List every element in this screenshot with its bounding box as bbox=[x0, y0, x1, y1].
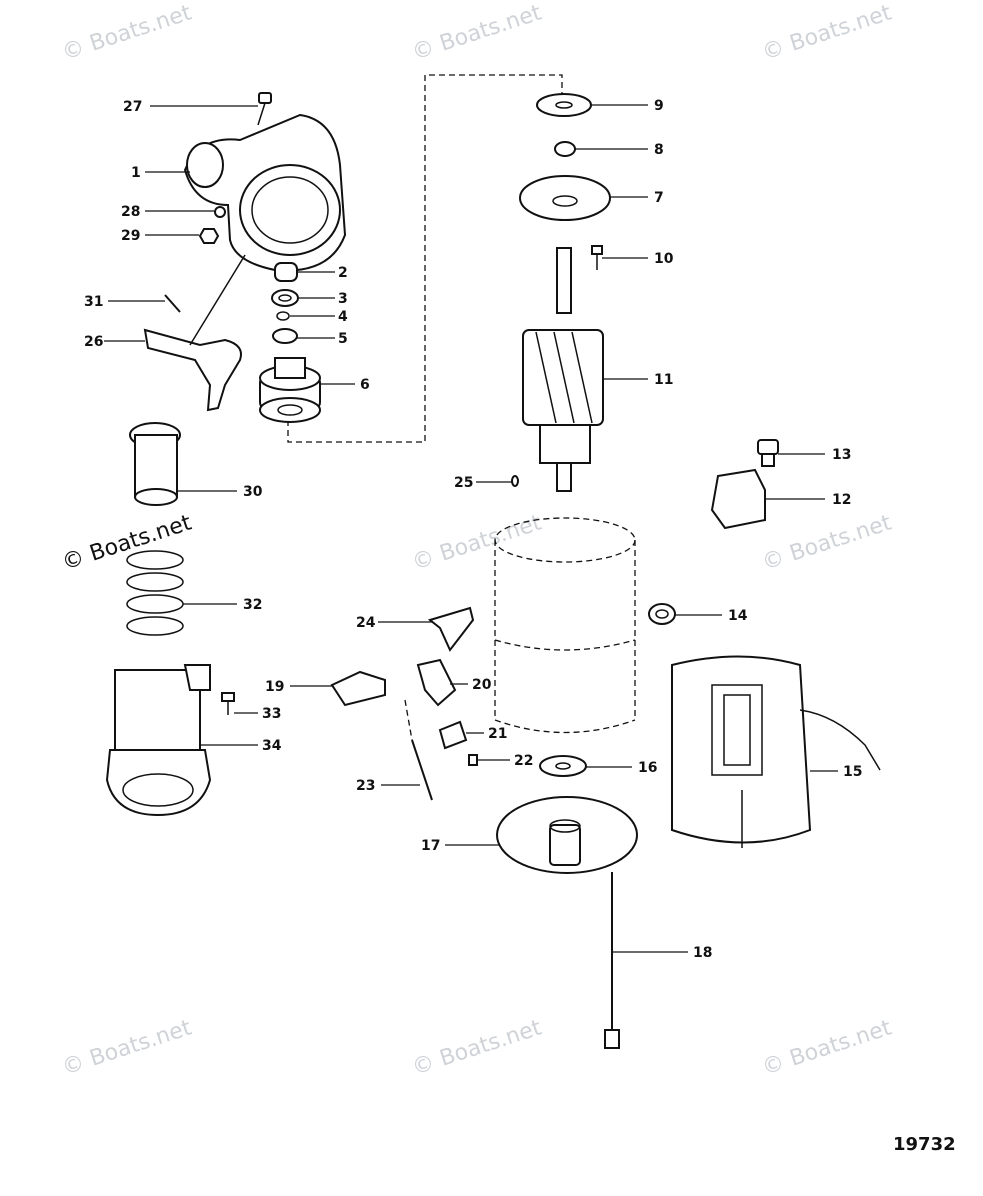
brush-plate bbox=[416, 658, 457, 707]
thrust-washer bbox=[536, 93, 592, 117]
callout-18: 18 bbox=[693, 945, 712, 961]
callout-7: 7 bbox=[654, 190, 664, 206]
callout-11: 11 bbox=[654, 372, 673, 388]
watermark: © Boats.net bbox=[409, 0, 545, 65]
cover bbox=[671, 655, 881, 848]
grommet bbox=[648, 603, 676, 625]
callout-25: 25 bbox=[454, 475, 473, 491]
callout-21: 21 bbox=[488, 726, 507, 742]
callout-3: 3 bbox=[338, 291, 348, 307]
sleeve bbox=[129, 422, 181, 506]
drive-small-parts bbox=[271, 262, 299, 344]
callout-13: 13 bbox=[832, 447, 851, 463]
callout-17: 17 bbox=[421, 838, 440, 854]
callout-22: 22 bbox=[514, 753, 533, 769]
small-washer bbox=[511, 475, 519, 487]
callout-28: 28 bbox=[121, 204, 140, 220]
callout-23: 23 bbox=[356, 778, 375, 794]
field-frame bbox=[494, 517, 636, 734]
watermark: © Boats.net bbox=[759, 0, 895, 65]
callout-14: 14 bbox=[728, 608, 748, 624]
callout-12: 12 bbox=[832, 492, 851, 508]
assembly-line bbox=[287, 74, 563, 443]
callout-33: 33 bbox=[262, 706, 281, 722]
solenoid-screw bbox=[221, 692, 235, 715]
brush-screw bbox=[468, 754, 478, 766]
plate-screw bbox=[591, 245, 603, 270]
callout-6: 6 bbox=[360, 377, 370, 393]
callout-2: 2 bbox=[338, 265, 348, 281]
drive-end-housing bbox=[183, 113, 347, 272]
callout-31: 31 bbox=[84, 294, 103, 310]
callout-34: 34 bbox=[262, 738, 282, 754]
callout-32: 32 bbox=[243, 597, 262, 613]
watermarks: © Boats.net © Boats.net © Boats.net © Bo… bbox=[59, 0, 895, 1080]
drive-pinion bbox=[259, 357, 321, 423]
pin bbox=[164, 294, 181, 313]
watermark: © Boats.net bbox=[59, 1015, 195, 1080]
nut bbox=[198, 228, 220, 244]
watermark: © Boats.net bbox=[409, 510, 545, 575]
callout-15: 15 bbox=[843, 764, 862, 780]
terminal-screw bbox=[757, 439, 779, 467]
solenoid bbox=[105, 664, 212, 817]
brush-pin bbox=[411, 739, 433, 801]
shift-lever-guide bbox=[189, 254, 246, 346]
brush-clip bbox=[427, 606, 475, 652]
callout-1: 1 bbox=[131, 165, 141, 181]
end-plate bbox=[519, 175, 611, 221]
brush-holder bbox=[330, 670, 386, 707]
insulator bbox=[710, 468, 766, 530]
callout-16: 16 bbox=[638, 760, 657, 776]
armature bbox=[522, 247, 604, 492]
callout-26: 26 bbox=[84, 334, 103, 350]
commutator-end-cap bbox=[496, 796, 638, 874]
shift-lever bbox=[143, 328, 242, 412]
callout-20: 20 bbox=[472, 677, 492, 693]
callout-29: 29 bbox=[121, 228, 140, 244]
leader-lines bbox=[104, 104, 838, 953]
callout-9: 9 bbox=[654, 98, 664, 114]
brush-pin-guide bbox=[404, 699, 413, 741]
callout-30: 30 bbox=[243, 484, 263, 500]
brush bbox=[438, 720, 468, 750]
callout-24: 24 bbox=[356, 615, 376, 631]
thru-bolt bbox=[604, 872, 620, 1049]
bushing bbox=[554, 141, 576, 157]
watermark: © Boats.net bbox=[409, 1015, 545, 1080]
lock-washer bbox=[214, 206, 226, 218]
callouts: 27 1 28 29 31 26 2 3 4 5 6 30 32 33 34 9… bbox=[84, 98, 862, 961]
callout-19: 19 bbox=[265, 679, 284, 695]
screw bbox=[257, 92, 272, 126]
callout-10: 10 bbox=[654, 251, 674, 267]
watermark: © Boats.net bbox=[759, 510, 895, 575]
end-washer bbox=[539, 755, 587, 777]
callout-4: 4 bbox=[338, 309, 348, 325]
callout-8: 8 bbox=[654, 142, 664, 158]
watermark: © Boats.net bbox=[59, 0, 195, 65]
watermark: © Boats.net bbox=[759, 1015, 895, 1080]
callout-5: 5 bbox=[338, 331, 348, 347]
figure-number: 19732 bbox=[893, 1134, 956, 1155]
spring bbox=[126, 550, 184, 636]
callout-27: 27 bbox=[123, 99, 142, 115]
